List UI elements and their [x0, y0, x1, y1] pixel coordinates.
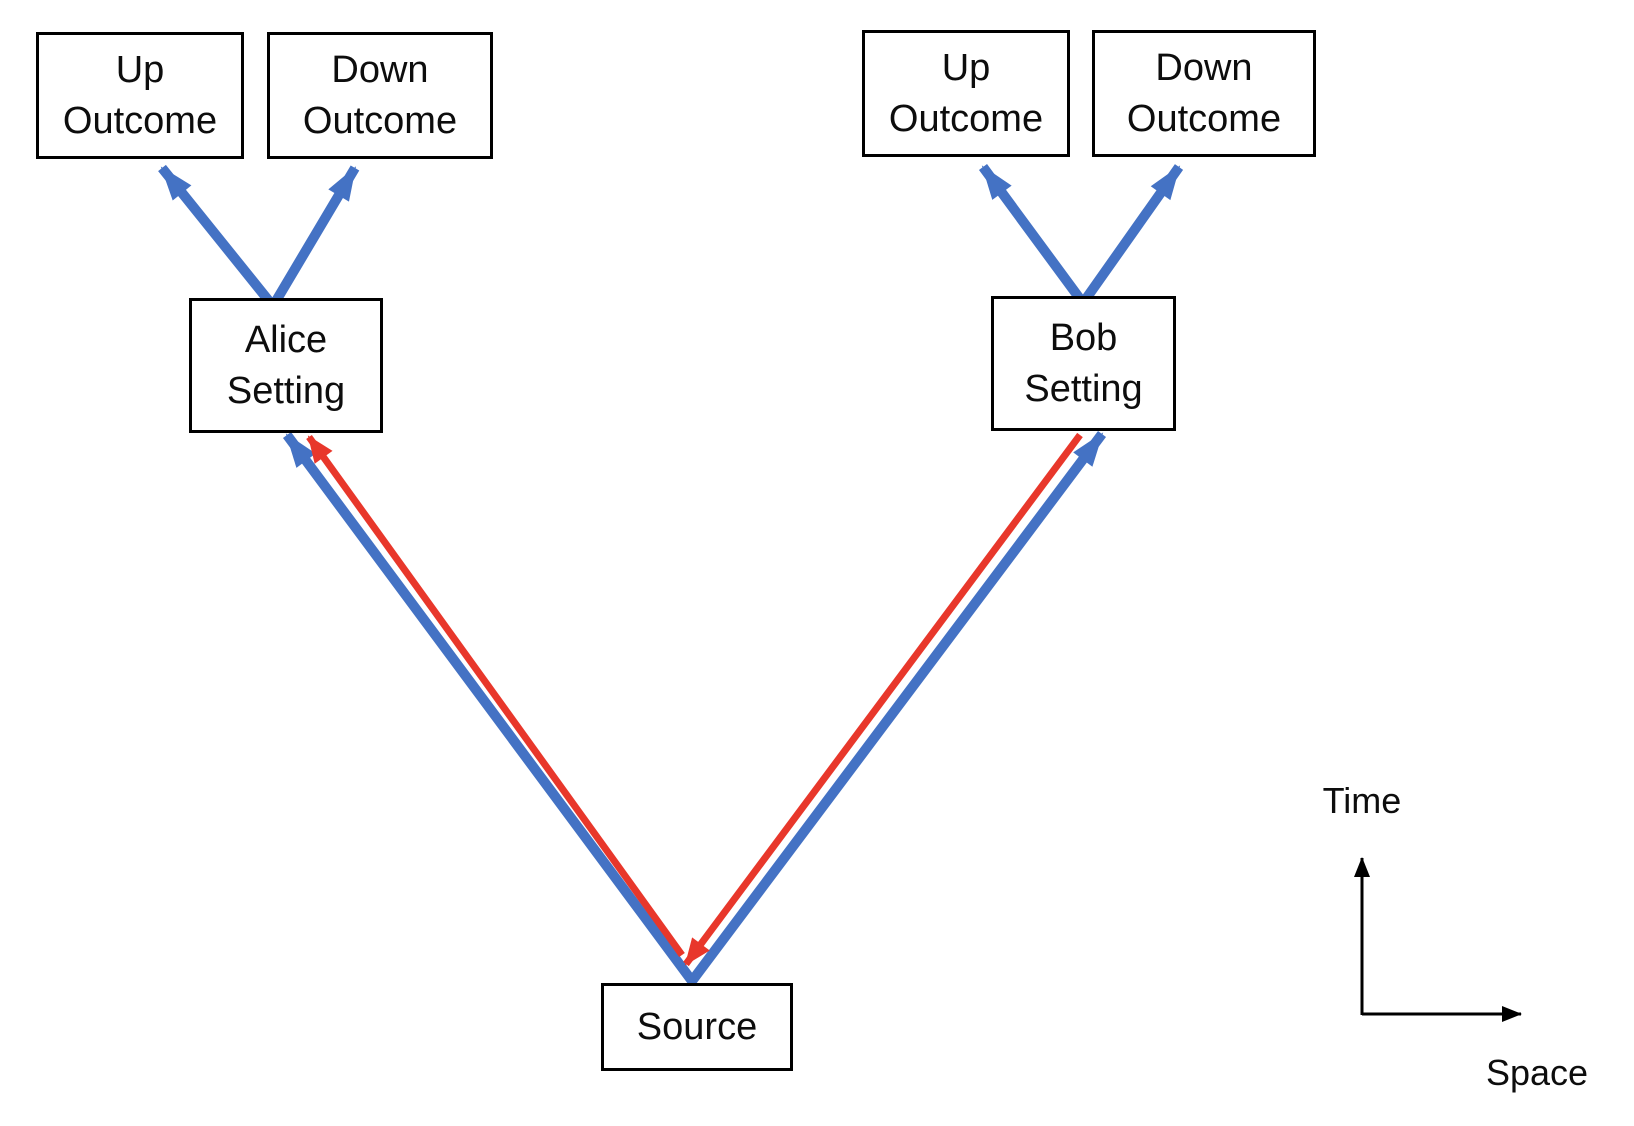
edge-source-to-settings-blue	[282, 431, 1107, 990]
space-axis-label: Space	[1485, 1052, 1589, 1093]
node-bob-setting: Bob Setting	[991, 296, 1176, 431]
edge-bob-setting-to-outcomes-blue	[978, 164, 1184, 312]
node-alice-down-outcome: Down Outcome	[267, 32, 493, 159]
node-alice-setting: Alice Setting	[189, 298, 383, 433]
edge-source-to-alice-setting-red	[306, 434, 685, 958]
node-source: Source	[601, 983, 793, 1071]
node-bob-down-outcome: Down Outcome	[1092, 30, 1316, 157]
edge-bob-setting-to-source-red	[683, 432, 1083, 967]
edge-alice-setting-to-outcomes-blue	[158, 164, 360, 315]
time-axis-label: Time	[1322, 780, 1402, 821]
node-bob-up-outcome: Up Outcome	[862, 30, 1070, 157]
node-alice-up-outcome: Up Outcome	[36, 32, 244, 159]
